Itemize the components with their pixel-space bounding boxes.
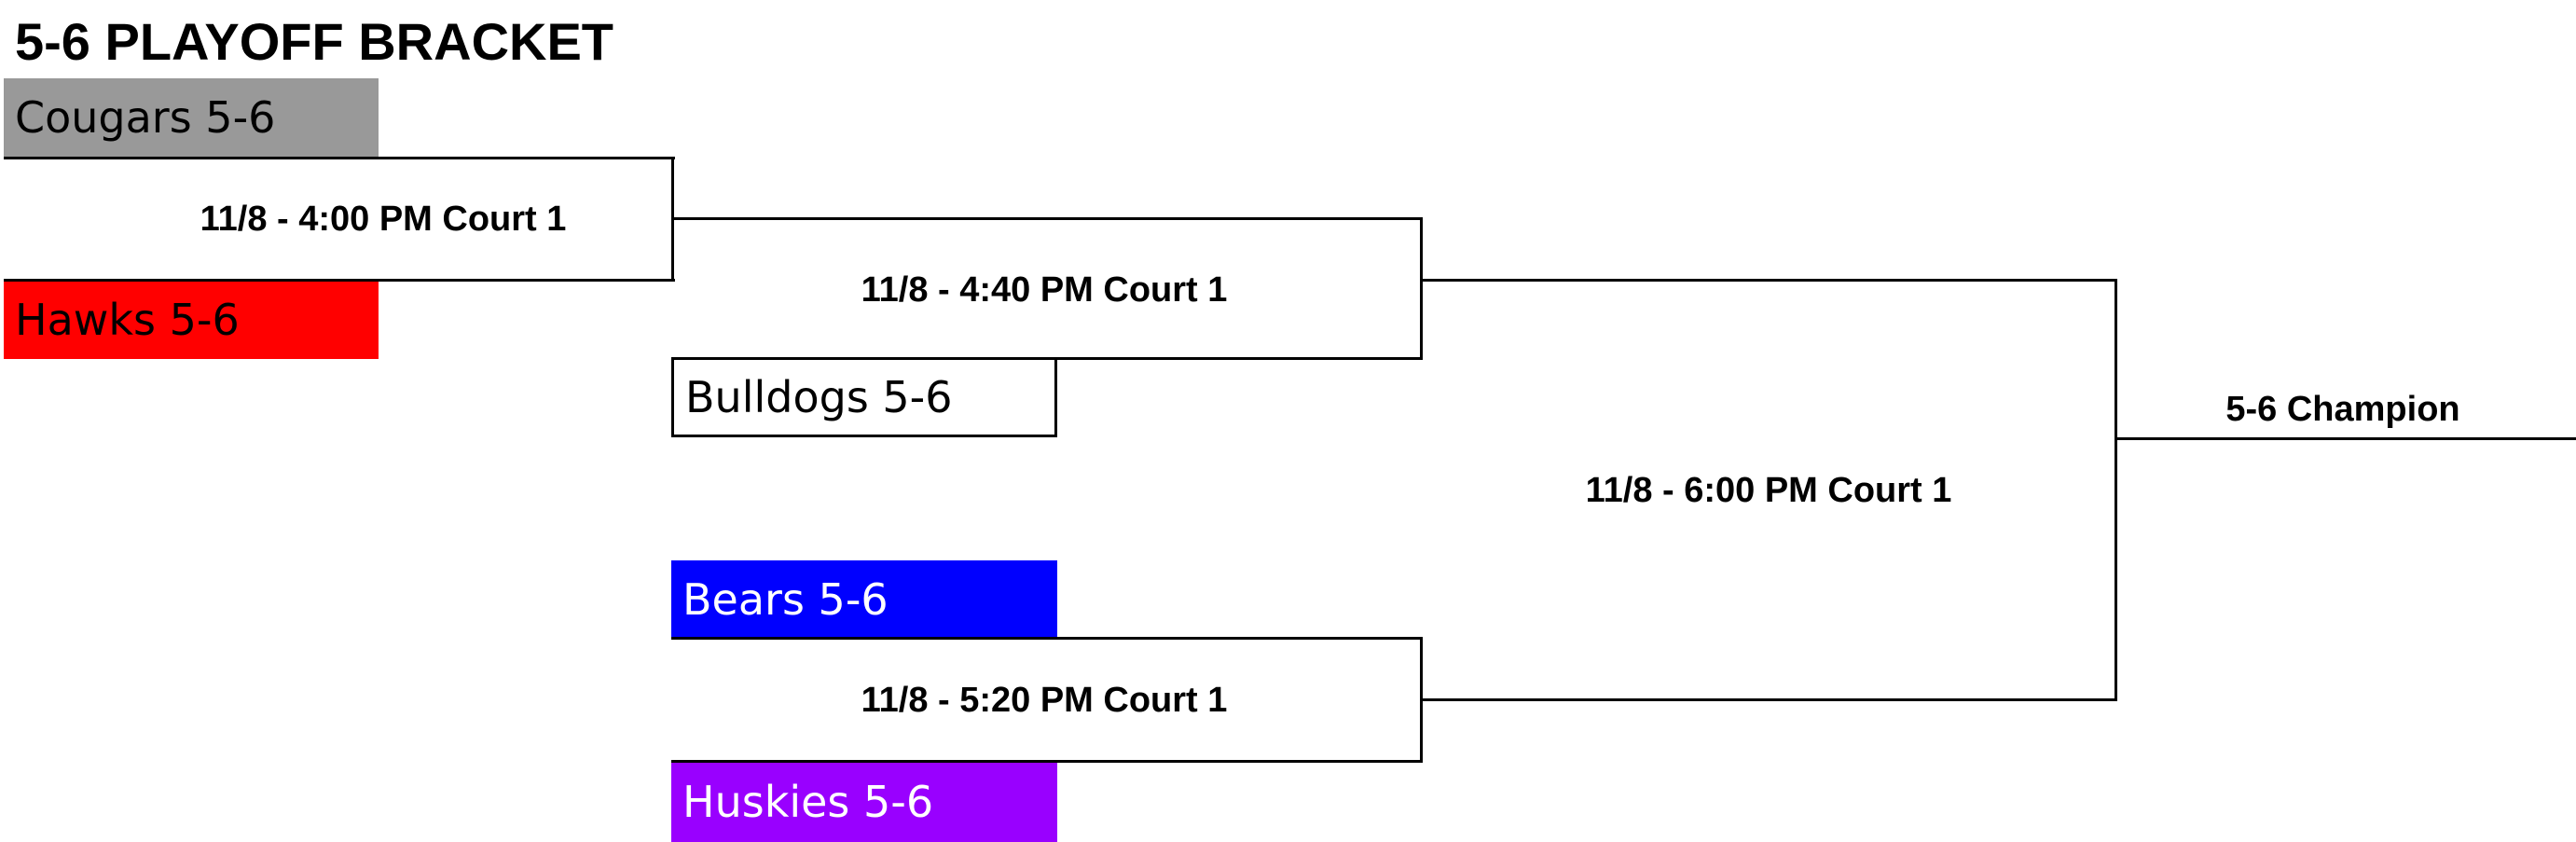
bracket-title: 5-6 PLAYOFF BRACKET bbox=[15, 12, 614, 71]
team-name: Bears 5-6 bbox=[682, 574, 889, 625]
team-name: Cougars 5-6 bbox=[15, 92, 276, 143]
team-slot-hawks: Hawks 5-6 bbox=[4, 281, 379, 359]
bracket-line bbox=[1420, 698, 2117, 701]
game-time-label: 11/8 - 4:00 PM Court 1 bbox=[200, 200, 567, 239]
bracket-line bbox=[4, 157, 675, 159]
bracket-line bbox=[671, 760, 1423, 763]
team-slot-cougars: Cougars 5-6 bbox=[4, 78, 379, 157]
team-slot-huskies: Huskies 5-6 bbox=[671, 762, 1057, 842]
bracket-line bbox=[2115, 437, 2576, 440]
game-time-label: 11/8 - 4:40 PM Court 1 bbox=[861, 270, 1228, 310]
team-name: Hawks 5-6 bbox=[15, 295, 240, 345]
game-time-label: 11/8 - 6:00 PM Court 1 bbox=[1585, 471, 1952, 510]
team-name: Huskies 5-6 bbox=[682, 777, 934, 827]
bracket-line bbox=[1420, 279, 2117, 282]
champion-label: 5-6 Champion bbox=[2225, 390, 2460, 429]
game-time-label: 11/8 - 5:20 PM Court 1 bbox=[861, 681, 1228, 720]
team-slot-bears: Bears 5-6 bbox=[671, 560, 1057, 639]
bracket-line bbox=[671, 357, 1423, 360]
team-slot-bulldogs: Bulldogs 5-6 bbox=[671, 359, 1057, 437]
bracket-line bbox=[671, 217, 1423, 220]
bracket-line bbox=[1420, 217, 1423, 360]
bracket-line bbox=[671, 637, 1423, 640]
team-name: Bulldogs 5-6 bbox=[685, 371, 953, 422]
bracket-line bbox=[4, 279, 675, 282]
bracket-line bbox=[2115, 279, 2117, 701]
